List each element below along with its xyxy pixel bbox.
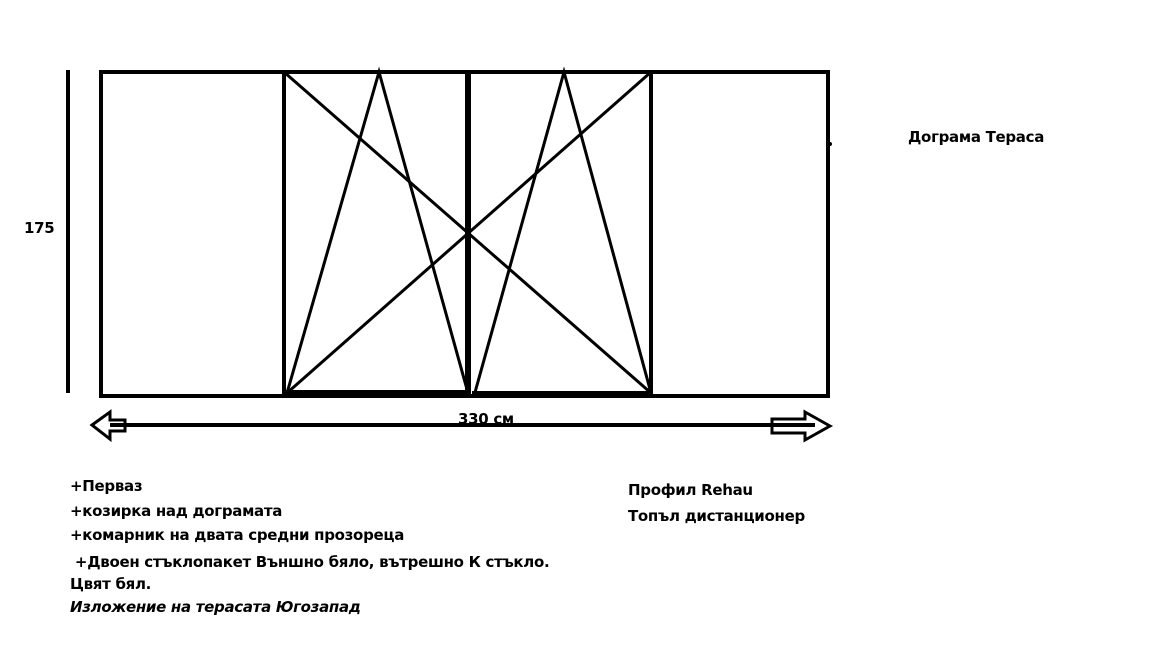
tilt-triangle-left: [285, 66, 470, 394]
spec-spacer: Топъл дистанционер: [628, 507, 805, 525]
note-orientation: Изложение на терасата Югозапад: [70, 598, 361, 616]
note-glazing: +Двоен стъклопакет Външно бяло, вътрешно…: [70, 553, 550, 571]
arrow-left-icon: [89, 409, 127, 443]
tilt-triangle-right: [472, 66, 653, 397]
diagonal-2: [286, 70, 652, 395]
arrow-right-icon: [770, 409, 834, 443]
width-label: 330 см: [458, 410, 514, 428]
note-sill: +Перваз: [70, 477, 143, 495]
spec-profile: Профил Rehau: [628, 481, 753, 499]
note-color: Цвят бял.: [70, 575, 152, 593]
outer-frame: [99, 70, 830, 398]
height-label: 175: [24, 219, 55, 237]
drawing-title: Дограма Тераса: [908, 128, 1045, 146]
note-mosquito-net: +комарник на двата средни прозореца: [70, 526, 405, 544]
note-canopy: +козирка над дограмата: [70, 502, 283, 520]
